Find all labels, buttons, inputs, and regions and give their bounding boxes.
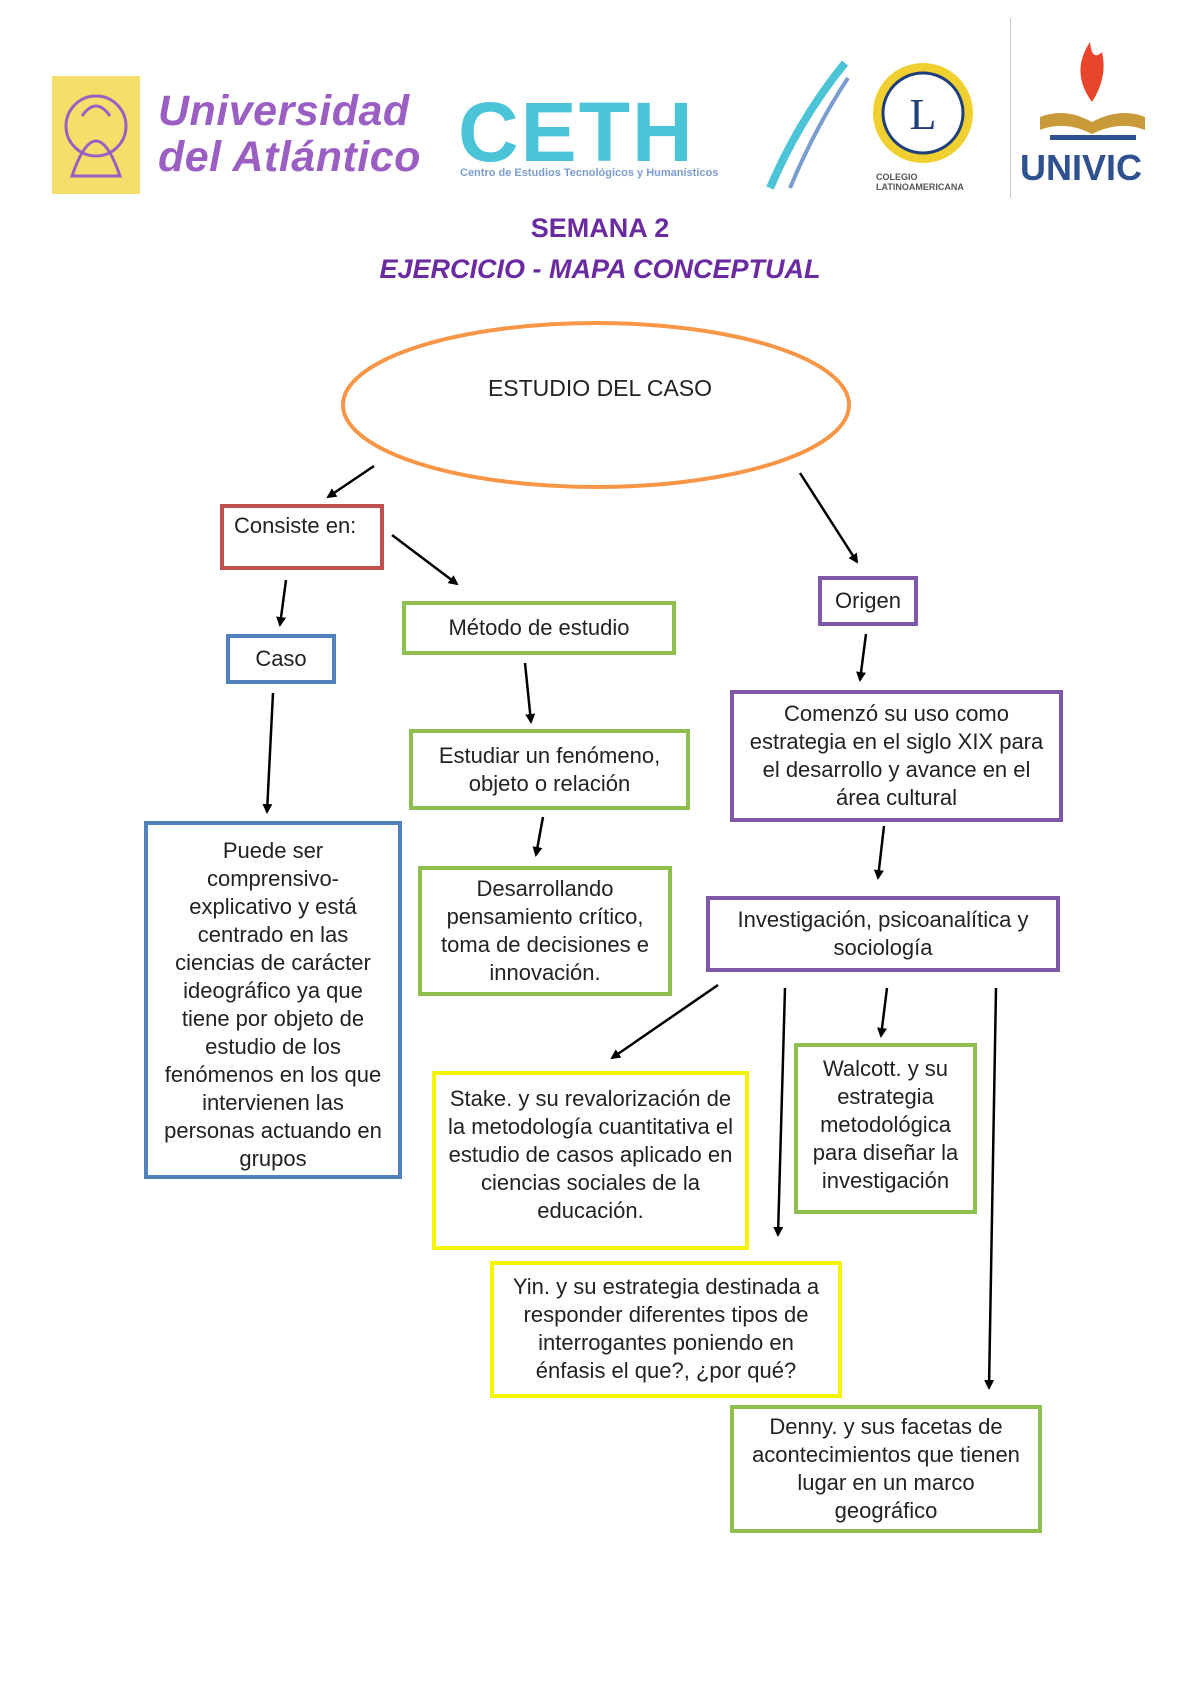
univic-logo-text: UNIVIC <box>1020 147 1143 188</box>
arrow-root-to-origen <box>798 472 859 564</box>
svg-text:L: L <box>910 90 937 139</box>
consiste-box: Consiste en: <box>220 504 384 570</box>
ua-logo-label: Universidad del Atlántico <box>158 87 421 181</box>
ceth-subtitle: Centro de Estudios Tecnológicos y Humaní… <box>460 167 719 179</box>
desarrollando-box: Desarrollando pensamiento crítico, toma … <box>418 866 672 996</box>
logo-divider <box>1010 18 1011 198</box>
arrow-investigacion-to-walcott <box>877 987 889 1038</box>
universidad-atlantico-emblem <box>52 76 140 194</box>
root-ellipse <box>341 321 851 489</box>
arrow-investigacion-to-stake <box>610 983 719 1060</box>
arrow-comenzo-to-investigacion <box>873 825 886 880</box>
yin-box: Yin. y su estrategia destinada a respond… <box>490 1261 842 1398</box>
universidad-atlantico-logo-text: Universidad del Atlántico <box>158 88 438 180</box>
comenzo-box: Comenzó su uso como estrategia en el sig… <box>730 690 1063 822</box>
root-concept-label: ESTUDIO DEL CASO <box>487 375 713 401</box>
ceth-logo: CETH <box>458 85 695 179</box>
colegio-latinoamericana-emblem: L <box>873 63 973 163</box>
arrow-estudiar-to-desarrollando <box>532 816 545 857</box>
colegio-subtitle-label: COLEGIO LATINOAMERICANA <box>876 172 964 192</box>
arrow-consiste-to-caso <box>276 579 288 627</box>
walcott-box: Walcott. y su estrategia metodológica pa… <box>794 1043 977 1214</box>
colegio-subtitle: COLEGIO LATINOAMERICANA <box>876 172 986 192</box>
stake-box: Stake. y su revalorización de la metodol… <box>432 1071 749 1250</box>
metodo-box: Método de estudio <box>402 601 676 655</box>
caso-box: Caso <box>226 634 336 684</box>
arrow-investigacion-to-denny <box>984 987 998 1390</box>
arrow-consiste-to-metodo <box>391 534 459 586</box>
estudiar-box: Estudiar un fenómeno, objeto o relación <box>409 729 690 810</box>
week-title: SEMANA 2 <box>530 213 670 243</box>
caso-description-box: Puede ser comprensivo-explicativo y está… <box>144 821 402 1179</box>
arrow-investigacion-to-yin <box>773 987 787 1237</box>
arrow-root-to-consiste <box>326 464 375 499</box>
arrow-metodo-to-estudiar <box>523 662 536 724</box>
origen-box: Origen <box>818 576 918 626</box>
ceth-swoosh-icon <box>766 60 850 190</box>
investigacion-box: Investigación, psicoanalítica y sociolog… <box>706 896 1060 972</box>
univic-flame-book-icon <box>1040 42 1145 140</box>
denny-box: Denny. y sus facetas de acontecimientos … <box>730 1405 1042 1533</box>
exercise-title: EJERCICIO - MAPA CONCEPTUAL <box>379 254 821 284</box>
arrow-caso-to-desc <box>262 692 275 814</box>
arrow-origen-to-comenzo <box>856 633 868 682</box>
